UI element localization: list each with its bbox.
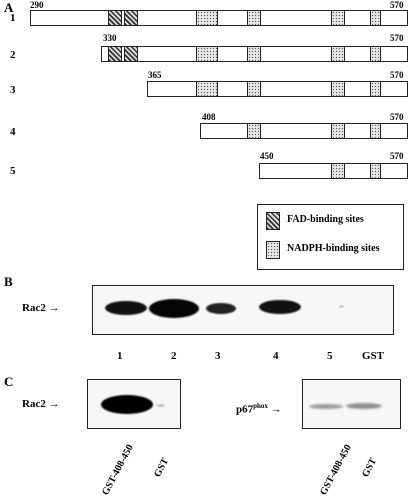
construct-end-4: 570 [390, 112, 404, 122]
construct-number-1: 1 [10, 12, 16, 24]
construct-end-3: 570 [390, 70, 404, 80]
blot-b [92, 285, 394, 335]
blot-band-faint [339, 305, 344, 308]
nadph-site [247, 46, 261, 62]
nadph-site [196, 81, 218, 97]
construct-number-3: 3 [10, 84, 16, 96]
blot-band-faint [309, 404, 343, 409]
legend-nadph-swatch [266, 241, 280, 259]
legend-nadph-label: NADPH-binding sites [287, 243, 380, 254]
legend-fad-label: FAD-binding sites [287, 214, 364, 225]
legend-fad-swatch [266, 212, 280, 230]
p67phox-arrow: → [270, 403, 282, 416]
construct-end-5: 570 [390, 151, 404, 161]
fad-site [108, 10, 122, 26]
blot-band [259, 300, 301, 314]
construct-number-2: 2 [10, 49, 16, 61]
fad-site [108, 46, 122, 62]
lane-label-c-right-2: GST [360, 456, 380, 480]
construct-end-2: 570 [390, 33, 404, 43]
blot-band-faint [156, 404, 165, 407]
p67phox-sup: phox [253, 402, 268, 410]
blot-band-faint [346, 403, 382, 409]
lane-label: 4 [273, 350, 279, 362]
nadph-site [370, 163, 381, 179]
construct-start-2: 330 [103, 33, 117, 43]
lane-label: 3 [215, 350, 221, 362]
panel-a-label: A [4, 0, 14, 15]
p67phox-label: p67phox → [236, 402, 282, 416]
construct-number-5: 5 [10, 165, 16, 177]
p67phox-main: p67 [236, 403, 254, 416]
lane-label: GST [362, 350, 385, 362]
construct-number-4: 4 [10, 126, 16, 138]
blot-band [149, 299, 199, 318]
construct-end-1: 570 [390, 0, 404, 10]
nadph-site [370, 10, 381, 26]
nadph-site [247, 123, 261, 139]
panel-b-label: B [4, 274, 13, 289]
construct-start-3: 365 [148, 70, 162, 80]
lane-label: 1 [117, 350, 123, 362]
nadph-site [196, 46, 218, 62]
lane-label-c-right-1: GST-408-450 [318, 442, 354, 497]
construct-bar-3 [147, 81, 408, 97]
nadph-site [331, 123, 345, 139]
fad-site [124, 10, 138, 26]
lane-label-c-left-2: GST [152, 456, 172, 480]
nadph-site [331, 81, 345, 97]
nadph-site [370, 46, 381, 62]
rac2-label-b: Rac2 → [22, 302, 60, 314]
construct-bar-1 [30, 10, 408, 26]
nadph-site [331, 46, 345, 62]
nadph-site [196, 10, 218, 26]
nadph-site [331, 163, 345, 179]
construct-start-5: 450 [260, 151, 274, 161]
legend [257, 204, 404, 270]
nadph-site [247, 81, 261, 97]
panel-c-label: C [4, 374, 14, 389]
nadph-site [331, 10, 345, 26]
nadph-site [370, 81, 381, 97]
construct-start-1: 290 [30, 0, 44, 10]
lane-label: 5 [327, 350, 333, 362]
blot-band [101, 395, 153, 414]
rac2-label-c: Rac2 → [22, 398, 60, 410]
construct-start-4: 408 [202, 112, 216, 122]
nadph-site [247, 10, 261, 26]
blot-band [206, 303, 236, 314]
blot-band [105, 301, 147, 315]
lane-label: 2 [171, 350, 177, 362]
fad-site [124, 46, 138, 62]
nadph-site [370, 123, 381, 139]
lane-label-c-left-1: GST-408-450 [100, 442, 136, 497]
